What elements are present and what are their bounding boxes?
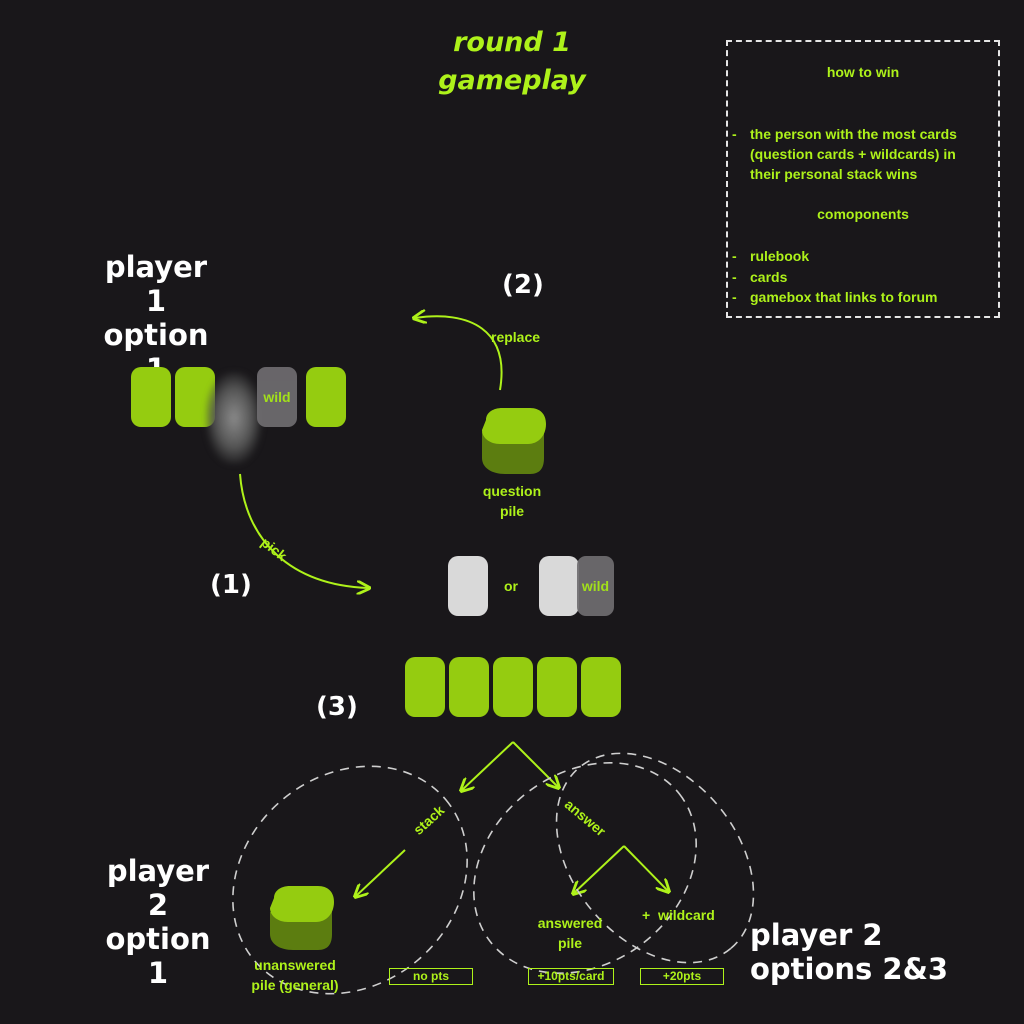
answer-option-ellipse	[473, 762, 697, 974]
win-line-3: their personal stack wins	[750, 166, 918, 182]
question-pile-line-2: pile	[499, 503, 525, 519]
step-2-label: (2)	[502, 270, 544, 300]
answered-pile-label: answered pile	[522, 913, 618, 953]
answer-left-arrow	[574, 845, 625, 893]
player1-card[interactable]	[131, 367, 171, 427]
how-to-win-heading: how to win	[826, 64, 900, 80]
page-title: round 1 gameplay	[412, 24, 612, 100]
branch-left-arrow	[462, 741, 514, 790]
bullet-dash: -	[732, 269, 737, 285]
title-line-1: round 1	[453, 27, 571, 58]
bullet-dash: -	[732, 126, 737, 142]
rules-box: how to win -the person with the most car…	[726, 40, 1000, 318]
player2-line: player 2	[106, 854, 210, 922]
component-item: -rulebook	[732, 246, 809, 266]
component-label: cards	[750, 269, 788, 285]
win-condition: -the person with the most cards (question…	[732, 124, 957, 184]
component-label: rulebook	[750, 248, 810, 264]
player1-option1-label: player 1 option 1	[96, 250, 216, 386]
player2-options-label: player 2 options 2&3	[750, 918, 948, 986]
win-line-1: the person with the most cards	[750, 126, 957, 142]
player1-wild-card[interactable]: wild	[257, 367, 297, 427]
player2-card[interactable]	[449, 657, 489, 717]
question-pile-icon	[482, 408, 546, 474]
win-line-2: (question cards + wildcards) in	[750, 146, 956, 162]
no-points-badge: no pts	[389, 968, 473, 985]
bullet-dash: -	[732, 248, 737, 264]
unanswered-line-2: pile (general)	[251, 977, 339, 993]
player2-card[interactable]	[405, 657, 445, 717]
pick-option-card[interactable]	[448, 556, 488, 616]
replace-arrow	[415, 316, 503, 391]
component-item: -cards	[732, 267, 787, 287]
components-heading: comoponents	[817, 206, 909, 222]
answered-line-2: pile	[557, 935, 583, 951]
player2-card[interactable]	[493, 657, 533, 717]
player2-card[interactable]	[537, 657, 577, 717]
player1-line: player 1	[104, 250, 208, 318]
unanswered-line-1: unanswered	[254, 957, 336, 973]
pick-option-card[interactable]	[539, 556, 579, 616]
answer-right-arrow	[623, 845, 668, 891]
step-3-label: (3)	[316, 692, 358, 722]
component-label: gamebox that links to forum	[750, 289, 938, 305]
player1-card[interactable]	[306, 367, 346, 427]
pick-arrow	[239, 473, 368, 588]
unanswered-pile-icon	[270, 886, 334, 950]
or-label: or	[504, 578, 518, 594]
player2-card[interactable]	[581, 657, 621, 717]
wildcard-option-ellipse	[555, 752, 755, 964]
stack-arrow	[356, 849, 406, 896]
replace-label: replace	[491, 329, 541, 345]
options-line: options 2&3	[750, 952, 949, 986]
title-line-2: gameplay	[438, 65, 586, 96]
plus-wildcard-label: + wildcard	[642, 907, 715, 923]
unanswered-pile-label: unanswered pile (general)	[240, 955, 350, 995]
pick-option-wild-card[interactable]: wild	[577, 556, 614, 616]
answered-points-badge: +10pts/card	[528, 968, 614, 985]
question-pile-line-1: question	[482, 483, 542, 499]
option1-line: option 1	[105, 922, 211, 990]
component-item: -gamebox that links to forum	[732, 287, 937, 307]
answered-line-1: answered	[537, 915, 603, 931]
stack-option-ellipse	[232, 765, 468, 995]
picked-card-blur	[206, 372, 262, 464]
wildcard-points-badge: +20pts	[640, 968, 724, 985]
option1-line: option 1	[103, 318, 209, 386]
step-1-label: (1)	[210, 570, 252, 600]
question-pile-label: question pile	[462, 481, 562, 521]
player2-line: player 2	[750, 918, 883, 952]
bullet-dash: -	[732, 289, 737, 305]
player2-option1-label: player 2 option 1	[96, 854, 220, 990]
branch-right-arrow	[512, 741, 558, 787]
